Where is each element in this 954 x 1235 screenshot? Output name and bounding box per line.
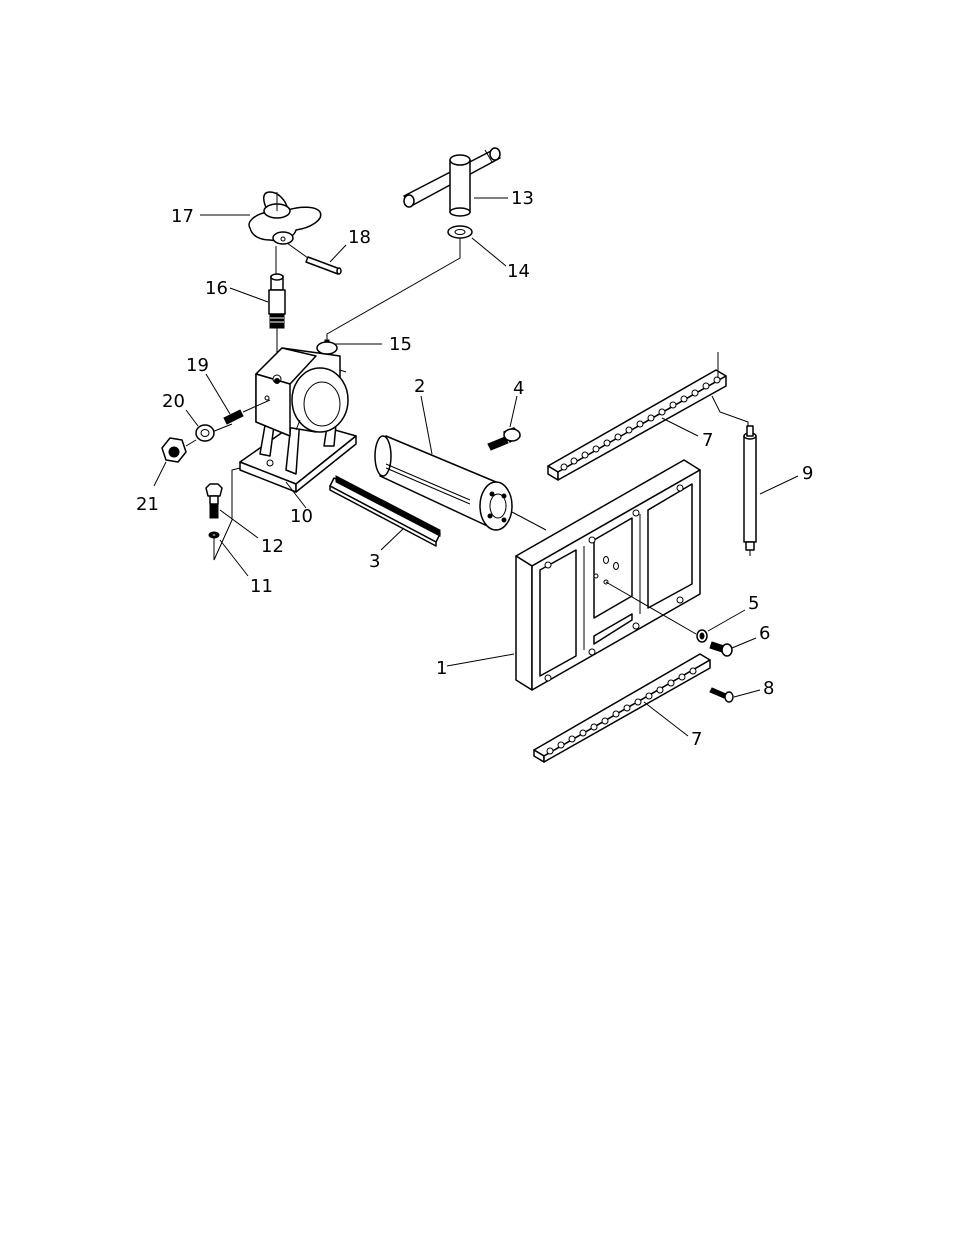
part-18-pin <box>306 257 341 274</box>
callout-5: 5 <box>748 593 759 614</box>
part-10-housing <box>240 342 356 492</box>
callout-9: 9 <box>802 463 813 484</box>
part-8-screw <box>710 688 733 702</box>
callout-17: 17 <box>171 206 194 227</box>
part-20-washer <box>196 425 214 441</box>
callout-7-upper: 7 <box>702 430 713 451</box>
callout-4: 4 <box>513 378 524 399</box>
callout-16: 16 <box>205 278 228 299</box>
callout-21: 21 <box>136 494 159 515</box>
part-5-washer <box>697 630 707 642</box>
callout-20: 20 <box>162 391 185 412</box>
part-14-washer <box>448 226 472 238</box>
callout-13: 13 <box>511 188 534 209</box>
callout-15: 15 <box>389 334 412 355</box>
callout-12: 12 <box>261 536 284 557</box>
part-7-upper-bar <box>548 352 748 480</box>
part-1-frame <box>516 460 700 690</box>
part-17-star-knob <box>249 192 321 244</box>
callout-14: 14 <box>507 261 530 282</box>
part-11-washer <box>209 532 219 538</box>
callout-10: 10 <box>290 506 313 527</box>
callout-6: 6 <box>759 623 770 644</box>
callout-2: 2 <box>414 376 425 397</box>
callout-8: 8 <box>763 678 774 699</box>
part-21-hex-nut <box>162 438 186 462</box>
part-9-rod <box>744 426 756 556</box>
callout-1: 1 <box>436 658 447 679</box>
callout-18: 18 <box>348 227 371 248</box>
part-13-t-handle <box>404 148 500 216</box>
part-12-bolt <box>206 484 222 518</box>
callout-7-lower: 7 <box>691 729 702 750</box>
assembly-line-14-15 <box>327 238 460 340</box>
callout-19: 19 <box>186 355 209 376</box>
callout-11: 11 <box>250 576 273 597</box>
part-6-screw <box>710 642 732 656</box>
part-4-cap-screw <box>488 428 520 450</box>
callout-3: 3 <box>369 551 380 572</box>
